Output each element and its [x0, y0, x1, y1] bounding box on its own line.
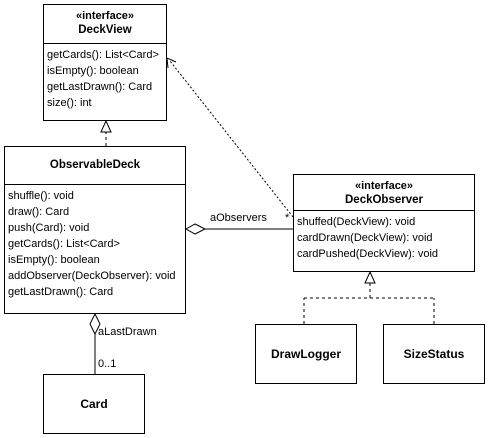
role-label-alastdrawn: aLastDrawn	[98, 326, 157, 338]
deckobserver-name: DeckObserver	[345, 194, 423, 206]
deckobserver-stereotype: «interface»	[354, 180, 414, 192]
aggregation-diamond-observers	[184, 223, 207, 235]
deckobserver-header: «interface» DeckObserver	[294, 175, 474, 211]
observabledeck-name: ObservableDeck	[49, 159, 141, 171]
operation: isEmpty(): boolean	[47, 65, 139, 77]
observabledeck-header: ObservableDeck	[5, 147, 185, 185]
realization-arrowhead-deckview	[100, 119, 112, 133]
class-deckview[interactable]: «interface» DeckView getCards(): List<Ca…	[43, 4, 167, 121]
class-sizestatus[interactable]: SizeStatus	[383, 324, 485, 384]
class-deckobserver[interactable]: «interface» DeckObserver shuffed(DeckVie…	[293, 174, 475, 272]
class-card[interactable]: Card	[43, 374, 145, 434]
operation: getLastDrawn(): Card	[8, 286, 114, 298]
deckview-header: «interface» DeckView	[44, 5, 166, 44]
sizestatus-name: SizeStatus	[403, 347, 465, 361]
drawlogger-name: DrawLogger	[270, 347, 341, 361]
aggregation-diamond-card	[89, 312, 101, 336]
observabledeck-operations: shuffle(): void draw(): Card push(Card):…	[5, 185, 185, 300]
realization-arrowhead-deckobserver	[364, 270, 376, 284]
operation: size(): int	[47, 97, 92, 109]
operation: getCards(): List<Card>	[8, 238, 120, 250]
operation: push(Card): void	[8, 222, 90, 234]
operation: addObserver(DeckObserver): void	[8, 270, 176, 282]
multiplicity-label-star: *	[285, 212, 290, 224]
operation: getLastDrawn(): Card	[47, 81, 153, 93]
dependency-arrowhead-deckview	[166, 57, 177, 69]
operation: shuffle(): void	[8, 190, 74, 202]
operation: getCards(): List<Card>	[47, 49, 159, 61]
multiplicity-label-card: 0..1	[98, 358, 117, 370]
deckview-stereotype: «interface»	[75, 10, 135, 22]
operation: cardPushed(DeckView): void	[297, 248, 439, 260]
deckview-operations: getCards(): List<Card> isEmpty(): boolea…	[44, 44, 166, 111]
operation: cardDrawn(DeckView): void	[297, 232, 433, 244]
deckview-name: DeckView	[78, 24, 132, 36]
role-label-aobservers: aObservers	[210, 212, 267, 224]
operation: draw(): Card	[8, 206, 70, 218]
class-observabledeck[interactable]: ObservableDeck shuffle(): void draw(): C…	[4, 146, 186, 314]
operation: isEmpty(): boolean	[8, 254, 100, 266]
card-name: Card	[80, 397, 108, 411]
class-drawlogger[interactable]: DrawLogger	[255, 324, 357, 384]
deckobserver-operations: shuffed(DeckView): void cardDrawn(DeckVi…	[294, 211, 474, 262]
dependency-line-deckview	[169, 60, 294, 218]
operation: shuffed(DeckView): void	[297, 216, 416, 228]
